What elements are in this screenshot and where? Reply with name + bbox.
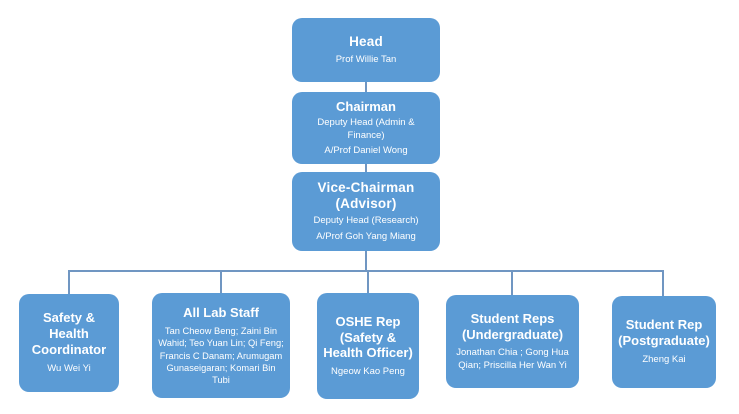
org-node-head: Head Prof Willie Tan bbox=[292, 18, 440, 82]
connector-rail bbox=[68, 270, 664, 272]
node-title: OSHE Rep (Safety & Health Officer) bbox=[323, 313, 413, 361]
org-node-vice-chairman: Vice-Chairman (Advisor) Deputy Head (Res… bbox=[292, 172, 440, 251]
node-title: Head bbox=[349, 33, 383, 49]
connector-vice-chairman-rail bbox=[365, 251, 367, 271]
node-person: A/Prof Daniel Wong bbox=[324, 144, 408, 156]
connector-chairman-vice-chairman bbox=[365, 164, 367, 173]
org-node-student-rep-postgraduate: Student Rep (Postgraduate) Zheng Kai bbox=[612, 296, 716, 388]
node-role: Deputy Head (Research) bbox=[313, 215, 419, 227]
connector-rail-student-reps-undergraduate bbox=[511, 271, 513, 295]
node-title: Safety & Health Coordinator bbox=[31, 310, 107, 357]
node-title: Chairman bbox=[336, 98, 396, 114]
connector-rail-student-rep-postgraduate bbox=[662, 271, 664, 296]
node-members: Jonathan Chia ; Gong Hua Qian; Priscilla… bbox=[456, 347, 569, 371]
connector-rail-oshe-rep bbox=[367, 271, 369, 293]
node-title: All Lab Staff bbox=[183, 304, 259, 320]
node-person: Wu Wei Yi bbox=[47, 363, 91, 375]
org-node-student-reps-undergraduate: Student Reps (Undergraduate) Jonathan Ch… bbox=[446, 295, 579, 388]
connector-head-chairman bbox=[365, 82, 367, 92]
node-title: Student Reps (Undergraduate) bbox=[461, 311, 564, 342]
node-title: Student Rep (Postgraduate) bbox=[618, 317, 710, 348]
org-node-oshe-rep: OSHE Rep (Safety & Health Officer) Ngeow… bbox=[317, 293, 419, 399]
org-node-all-lab-staff: All Lab Staff Tan Cheow Beng; Zaini Bin … bbox=[152, 293, 290, 398]
node-members: Tan Cheow Beng; Zaini Bin Wahid; Teo Yua… bbox=[158, 326, 284, 386]
connector-rail-safety-health-coordinator bbox=[68, 271, 70, 294]
org-node-safety-health-coordinator: Safety & Health Coordinator Wu Wei Yi bbox=[19, 294, 119, 392]
connector-rail-all-lab-staff bbox=[220, 271, 222, 293]
node-title: Vice-Chairman (Advisor) bbox=[317, 179, 415, 212]
node-person: Prof Willie Tan bbox=[335, 53, 397, 65]
node-person: A/Prof Goh Yang Miang bbox=[316, 230, 416, 242]
org-node-chairman: Chairman Deputy Head (Admin & Finance) A… bbox=[292, 92, 440, 164]
node-person: Ngeow Kao Peng bbox=[331, 365, 405, 377]
node-person: Zheng Kai bbox=[642, 354, 686, 366]
node-role: Deputy Head (Admin & Finance) bbox=[317, 117, 415, 141]
